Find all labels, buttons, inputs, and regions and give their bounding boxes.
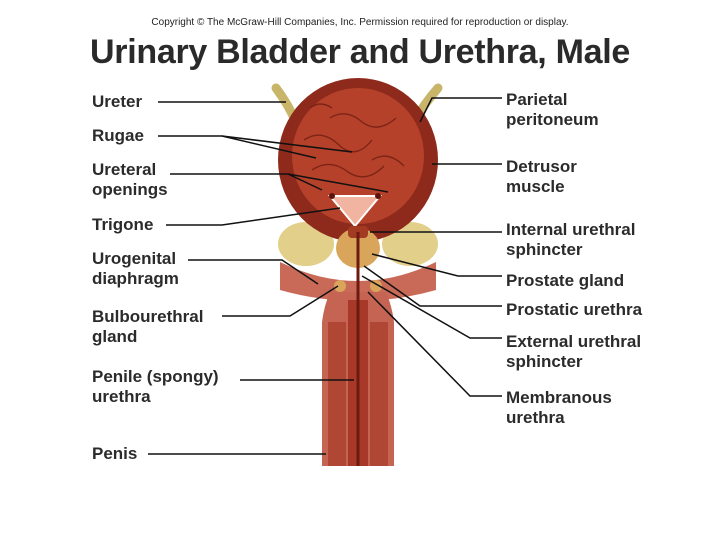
label-parietal-peritoneum-line1: Parietal — [506, 90, 599, 110]
label-trigone: Trigone — [92, 215, 153, 235]
label-urogenital-diaphragm-line2: diaphragm — [92, 269, 179, 289]
label-ureteral-openings-line1: Ureteral — [92, 160, 168, 180]
label-detrusor-muscle-line1: Detrusor — [506, 157, 577, 177]
label-penile-urethra-line1: Penile (spongy) — [92, 367, 219, 387]
label-bulbourethral-gland-line1: Bulbourethral — [92, 307, 203, 327]
bulbourethral-gland-left — [334, 280, 346, 292]
label-external-urethral-sphincter-line2: sphincter — [506, 352, 641, 372]
label-bulbourethral-gland-line2: gland — [92, 327, 203, 347]
label-urogenital-diaphragm-line1: Urogenital — [92, 249, 179, 269]
label-internal-urethral-sphincter: Internal urethral sphincter — [506, 220, 635, 260]
label-penile-urethra-line2: urethra — [92, 387, 219, 407]
label-ureteral-openings-line2: openings — [92, 180, 168, 200]
label-external-urethral-sphincter: External urethral sphincter — [506, 332, 641, 372]
label-external-urethral-sphincter-line1: External urethral — [506, 332, 641, 352]
label-parietal-peritoneum-line2: peritoneum — [506, 110, 599, 130]
label-urogenital-diaphragm: Urogenital diaphragm — [92, 249, 179, 289]
label-parietal-peritoneum: Parietal peritoneum — [506, 90, 599, 130]
label-ureteral-openings: Ureteral openings — [92, 160, 168, 200]
label-trigone-line1: Trigone — [92, 215, 153, 235]
label-penile-urethra: Penile (spongy) urethra — [92, 367, 219, 407]
label-prostate-gland: Prostate gland — [506, 271, 624, 291]
ureteral-opening-right — [375, 193, 381, 199]
corpus-cavernosum-left — [328, 322, 346, 466]
label-membranous-urethra-line1: Membranous — [506, 388, 612, 408]
label-penis-line1: Penis — [92, 444, 137, 464]
label-prostatic-urethra: Prostatic urethra — [506, 300, 642, 320]
label-membranous-urethra: Membranous urethra — [506, 388, 612, 428]
label-prostatic-urethra-line1: Prostatic urethra — [506, 300, 642, 320]
label-internal-urethral-sphincter-line2: sphincter — [506, 240, 635, 260]
label-bulbourethral-gland: Bulbourethral gland — [92, 307, 203, 347]
label-rugae: Rugae — [92, 126, 144, 146]
label-ureter: Ureter — [92, 92, 142, 112]
ureteral-opening-left — [329, 193, 335, 199]
label-ureter-line1: Ureter — [92, 92, 142, 112]
label-prostate-gland-line1: Prostate gland — [506, 271, 624, 291]
label-detrusor-muscle: Detrusor muscle — [506, 157, 577, 197]
corpus-cavernosum-right — [370, 322, 388, 466]
label-internal-urethral-sphincter-line1: Internal urethral — [506, 220, 635, 240]
label-penis: Penis — [92, 444, 137, 464]
label-detrusor-muscle-line2: muscle — [506, 177, 577, 197]
label-membranous-urethra-line2: urethra — [506, 408, 612, 428]
label-rugae-line1: Rugae — [92, 126, 144, 146]
